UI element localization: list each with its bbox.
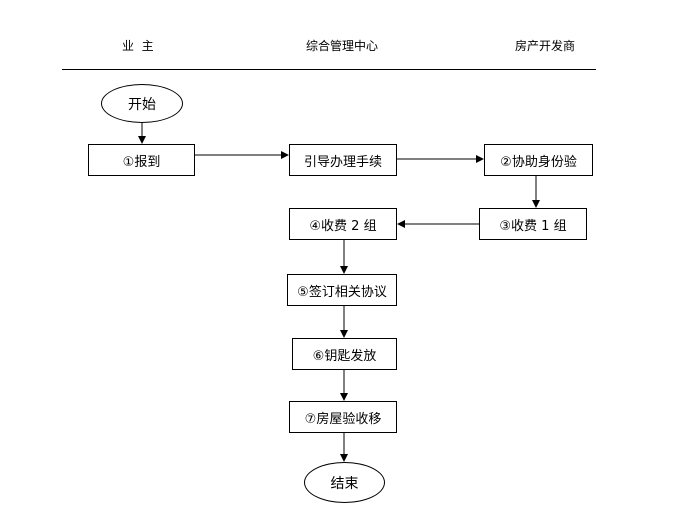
step-sign-agreements: ⑤签订相关协议 xyxy=(287,274,397,306)
step-identity-verify: ②协助身份验 xyxy=(484,144,593,176)
end-node: 结束 xyxy=(304,462,385,503)
header-divider xyxy=(62,69,596,70)
step-fee-group-2: ④收费 2 组 xyxy=(289,208,397,240)
lane-header-developer: 房产开发商 xyxy=(515,39,576,53)
step-fee-group-1: ③收费 1 组 xyxy=(479,208,587,240)
step-house-inspection: ⑦房屋验收移 xyxy=(289,401,397,433)
step-key-handover: ⑥钥匙发放 xyxy=(292,338,397,370)
start-node: 开始 xyxy=(101,84,183,123)
step-guide-procedures: 引导办理手续 xyxy=(289,144,397,176)
step-register: ①报到 xyxy=(88,144,195,176)
lane-header-center: 综合管理中心 xyxy=(306,39,379,53)
lane-header-owner: 业 主 xyxy=(122,39,154,53)
